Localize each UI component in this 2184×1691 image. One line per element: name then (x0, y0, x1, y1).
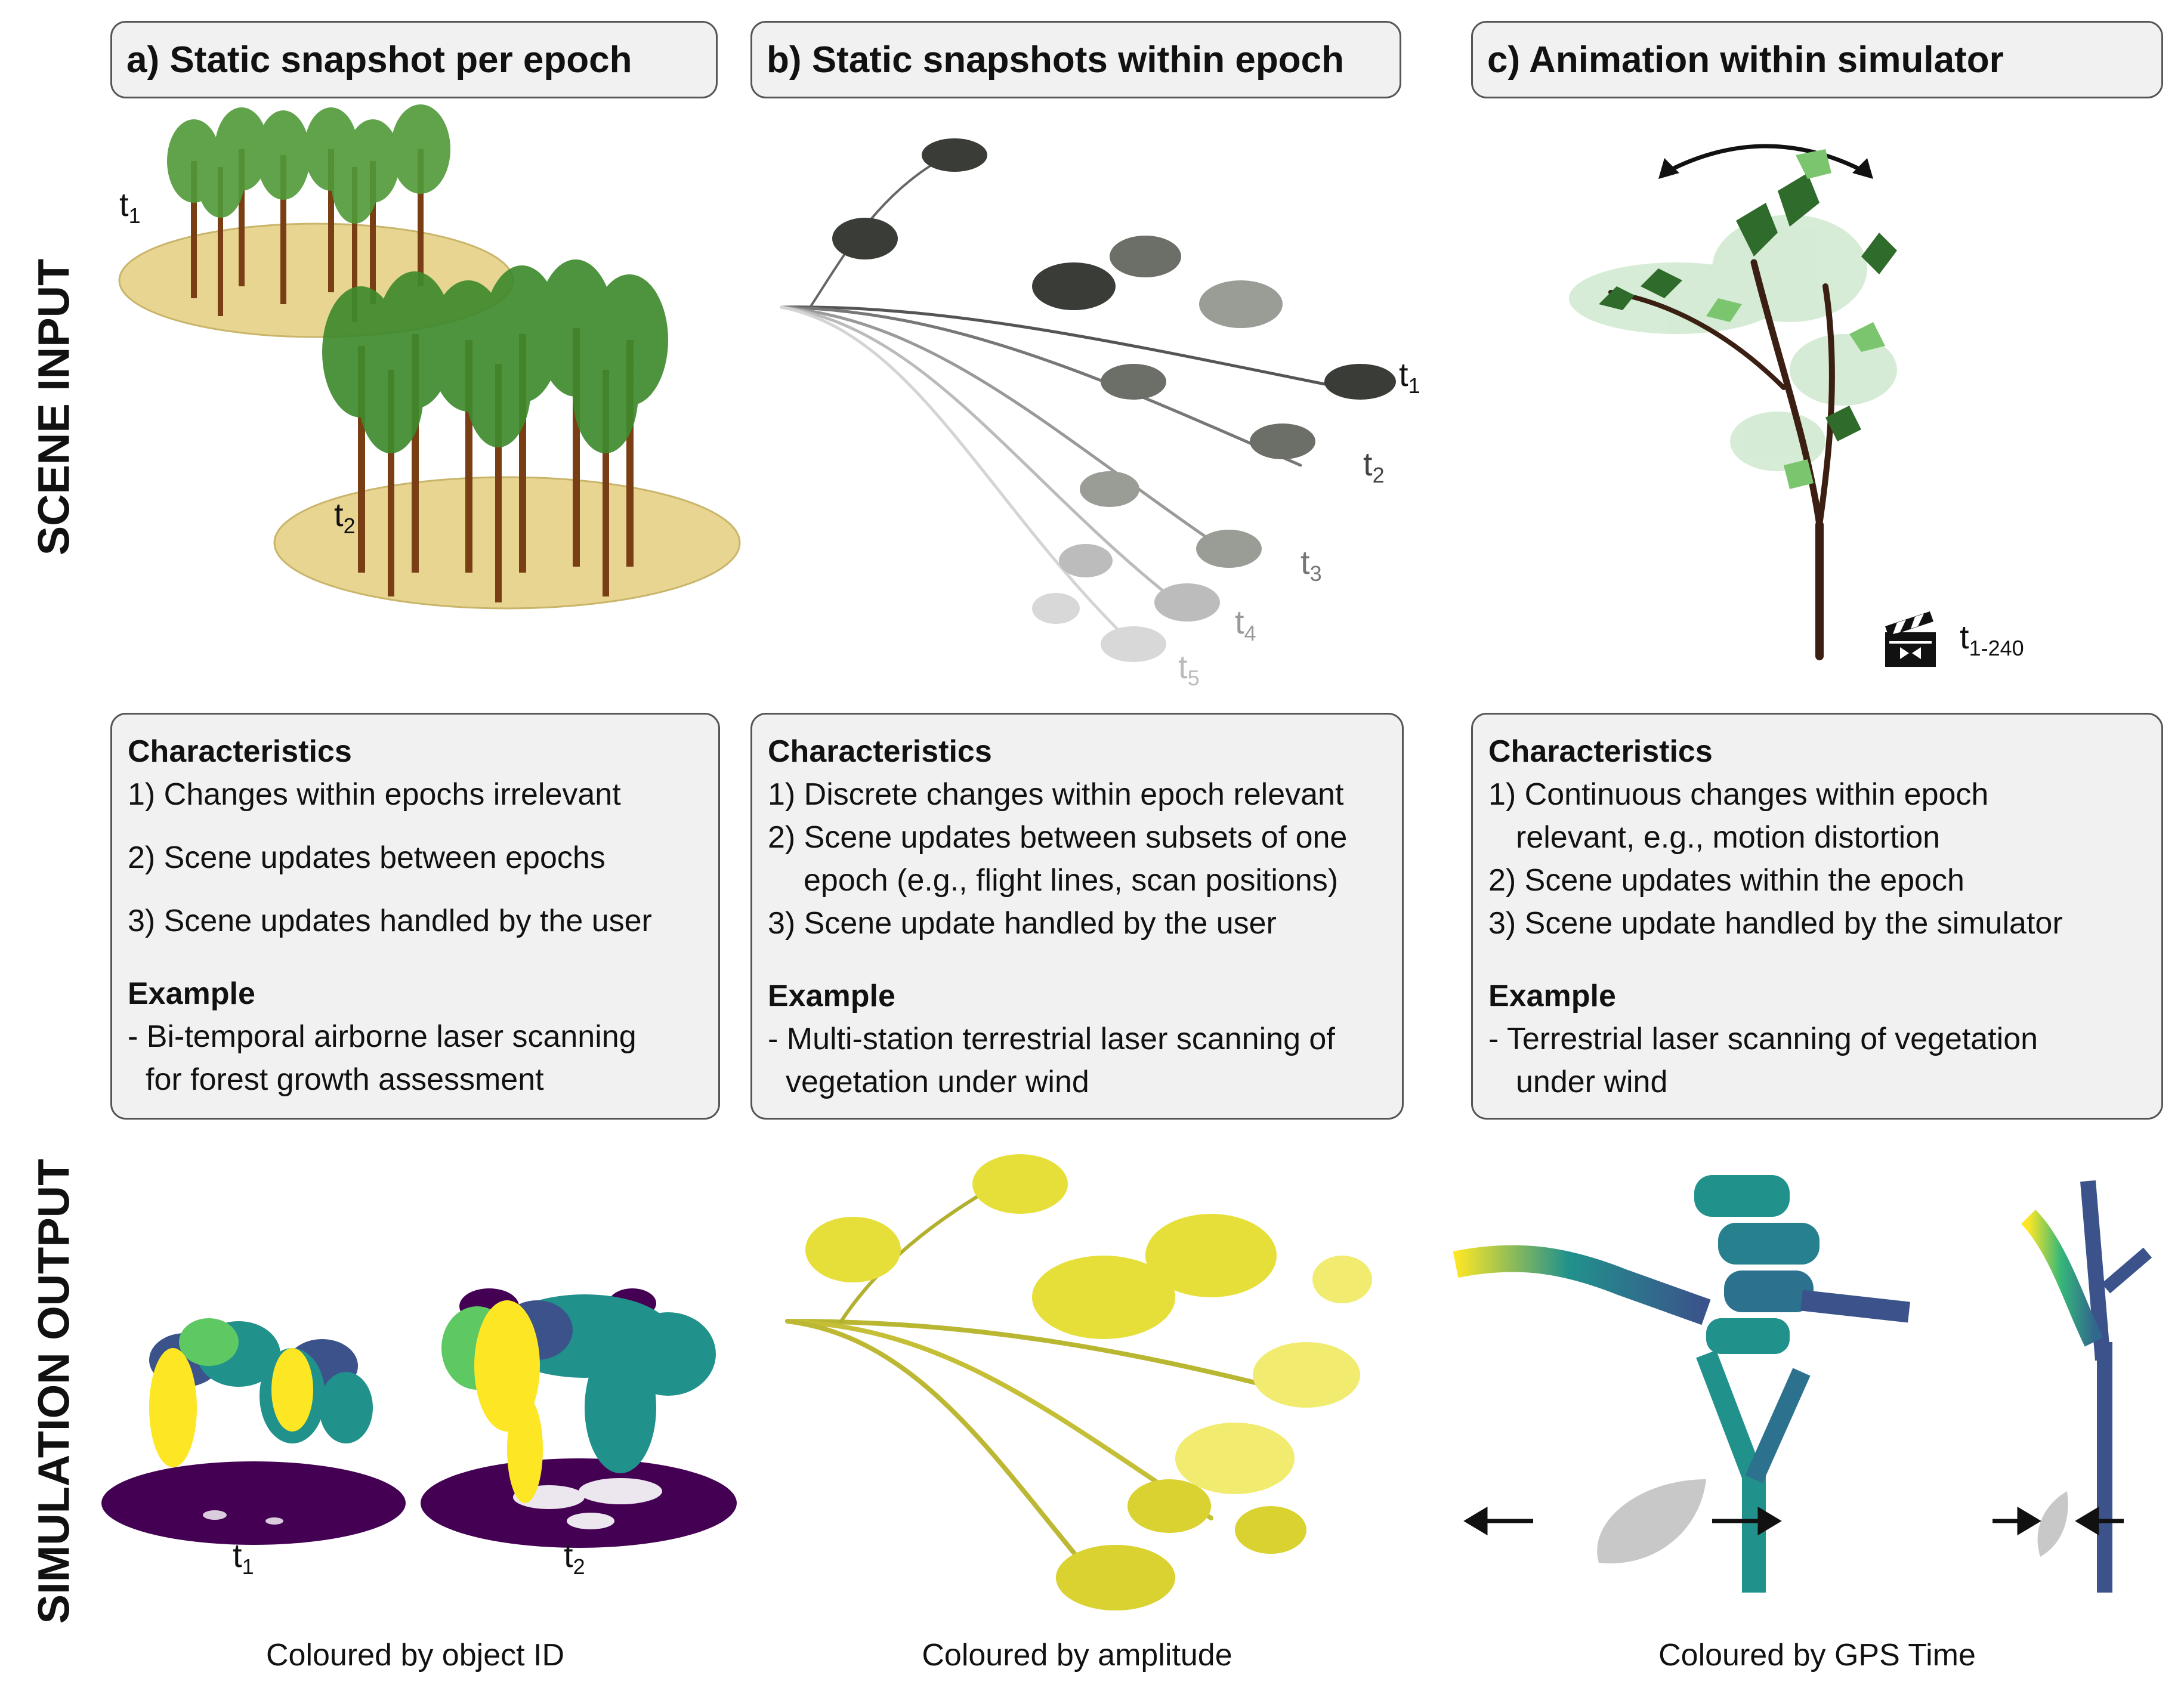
caption-coloured-by-object-id: Coloured by object ID (265, 1638, 565, 1673)
point-cloud-t2 (421, 1288, 737, 1548)
time-label-b-t5: t5 (1178, 648, 1200, 691)
arrows-distorted (1463, 1506, 1782, 1536)
time-label-b-t2: t2 (1363, 445, 1385, 488)
example-title-a: Example (128, 976, 255, 1011)
characteristic-c-2: 2) Scene updates within the epoch (1488, 863, 1964, 898)
header-a-label: a) Static snapshot per epoch (126, 39, 632, 81)
characteristic-b-1: 1) Discrete changes within epoch relevan… (768, 777, 1344, 812)
plant-leaves (1599, 173, 1897, 441)
branch-stem-t4 (780, 305, 1195, 616)
header-static-snapshots-within-epoch: b) Static snapshots within epoch (750, 21, 1401, 98)
branch-stem-t2 (780, 305, 1302, 467)
characteristic-b-3: 3) Scene update handled by the user (768, 906, 1277, 941)
arrows-true (1993, 1506, 2124, 1536)
trees-t1 (167, 104, 450, 322)
point-cloud-t1 (101, 1318, 406, 1545)
point-cloud-without-distortion (2021, 1180, 2152, 1593)
header-b-label: b) Static snapshots within epoch (767, 39, 1344, 81)
forest-point-cloud-output (101, 1288, 737, 1548)
caption-coloured-by-gps-time: Coloured by GPS Time (1658, 1638, 1976, 1673)
characteristic-a-3: 3) Scene updates handled by the user (128, 904, 652, 938)
time-label-b-t3: t3 (1300, 543, 1322, 586)
characteristics-title-b: Characteristics (768, 734, 992, 769)
example-c-line-1: - Terrestrial laser scanning of vegetati… (1488, 1022, 2038, 1056)
example-a-line-1: - Bi-temporal airborne laser scanning (128, 1019, 637, 1054)
output-time-label-t2: t2 (564, 1537, 585, 1579)
output-time-label-t1: t1 (233, 1537, 254, 1579)
characteristics-box-a: Characteristics 1) Changes within epochs… (110, 713, 720, 1120)
time-label-c-t1-240: t1-240 (1960, 618, 2024, 661)
forest-scene-illustration (118, 104, 741, 610)
time-label-b-t1: t1 (1399, 355, 1420, 398)
characteristics-title-a: Characteristics (128, 734, 352, 769)
example-b-line-1: - Multi-station terrestrial laser scanni… (768, 1022, 1335, 1056)
characteristics-box-b: Characteristics 1) Discrete changes with… (750, 713, 1404, 1120)
characteristic-c-1-line-2: relevant, e.g., motion distortion (1516, 820, 1941, 855)
characteristic-a-1: 1) Changes within epochs irrelevant (128, 777, 621, 812)
row-label-scene-input: SCENE INPUT (29, 258, 79, 556)
point-cloud-with-distortion (1453, 1175, 1910, 1593)
swing-arrow (1663, 144, 1868, 175)
time-label-b-t4: t4 (1235, 603, 1256, 646)
characteristic-a-2: 2) Scene updates between epochs (128, 840, 606, 875)
leaf-width-true-icon (2037, 1491, 2068, 1557)
branch-stem-t1 (780, 305, 1374, 395)
time-label-t2: t2 (334, 496, 356, 539)
example-c-line-2: under wind (1516, 1065, 1668, 1099)
leaf-width-distorted-icon (1597, 1479, 1706, 1564)
leaf-clusters (832, 138, 1396, 662)
header-c-label: c) Animation within simulator (1487, 39, 2004, 81)
animated-plant-illustration (1569, 144, 1897, 660)
trees-t2 (322, 259, 668, 602)
header-static-snapshot-per-epoch: a) Static snapshot per epoch (110, 21, 718, 98)
branch-point-cloud-output (785, 1154, 1372, 1610)
example-b-line-2: vegetation under wind (786, 1065, 1089, 1099)
example-a-line-2: for forest growth assessment (146, 1062, 544, 1097)
header-animation-within-simulator: c) Animation within simulator (1471, 21, 2163, 98)
characteristic-b-2-line-2: epoch (e.g., flight lines, scan position… (804, 863, 1339, 898)
plant-point-cloud-output (1453, 1175, 2152, 1593)
time-label-t1: t1 (119, 186, 141, 228)
caption-coloured-by-amplitude: Coloured by amplitude (922, 1638, 1232, 1673)
characteristic-c-3: 3) Scene update handled by the simulator (1488, 906, 2063, 941)
characteristic-b-2-line-1: 2) Scene updates between subsets of one (768, 820, 1348, 855)
characteristics-title-c: Characteristics (1488, 734, 1713, 769)
example-title-c: Example (1488, 979, 1616, 1013)
branch-snapshots-illustration (780, 138, 1396, 662)
amplitude-leaf-clusters (805, 1154, 1372, 1610)
characteristics-box-c: Characteristics 1) Continuous changes wi… (1471, 713, 2163, 1120)
example-title-b: Example (768, 979, 895, 1013)
branch-stem-t5 (780, 305, 1147, 658)
characteristic-c-1-line-1: 1) Continuous changes within epoch (1488, 777, 1989, 812)
row-label-simulation-output: SIMULATION OUTPUT (29, 1158, 79, 1624)
clapperboard-icon (1885, 611, 1936, 667)
branch-stem-t3 (780, 305, 1243, 562)
